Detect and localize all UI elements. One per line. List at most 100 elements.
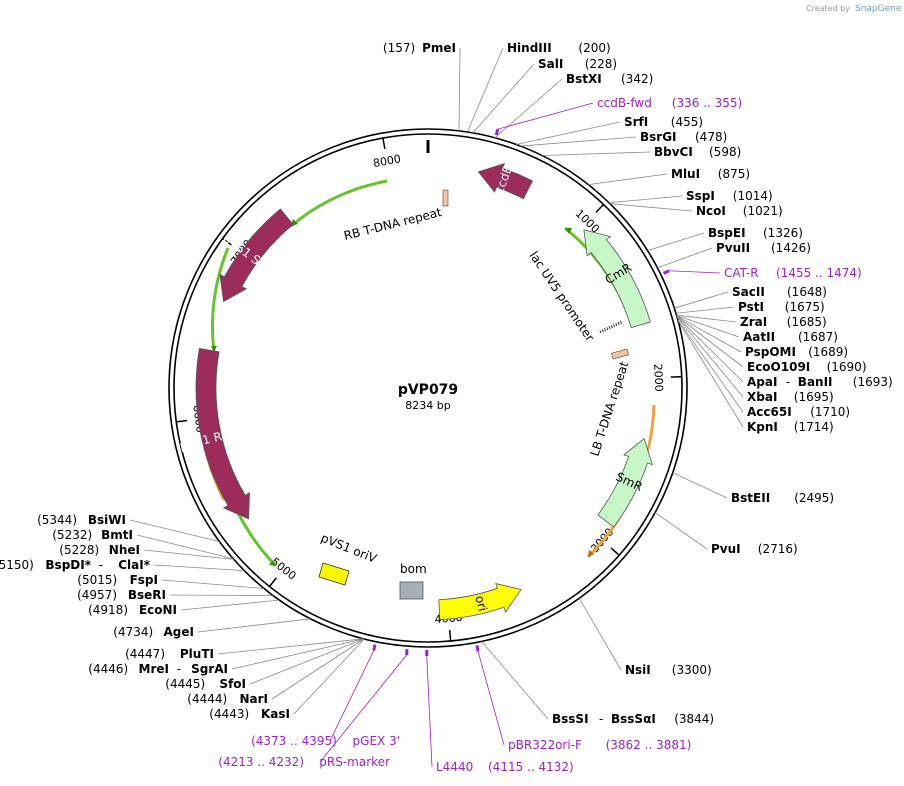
enzyme-pspomi: PspOMI (745, 345, 796, 359)
enzyme-separator: - (177, 662, 181, 676)
enzyme-pos-bsrgi: (478) (695, 130, 727, 144)
enzyme-pos-apai: (1693) (853, 375, 893, 389)
enzyme-pos-kpni: (1714) (794, 420, 834, 434)
enzyme-pos-mrei: (4446) (88, 662, 128, 676)
backbone-outer-strand (168, 128, 688, 648)
enzyme-bseri: BseRI (128, 588, 166, 602)
enzyme-bspei: BspEI (708, 226, 746, 240)
enzyme-nari: NarI (239, 692, 268, 706)
backbone-inner-strand (173, 133, 683, 643)
leader-nari (271, 638, 365, 700)
primer-pbr322ori-f: pBR322ori-F (508, 738, 582, 752)
enzyme-pos-bsssi: (3844) (674, 712, 714, 726)
enzyme-xbai: XbaI (747, 390, 777, 404)
leader-nsii (578, 598, 622, 671)
leader-kasi (293, 638, 365, 715)
enzyme-mrei: MreI (139, 662, 169, 676)
primer-range-prs-marker: (4213 .. 4232) (218, 755, 304, 769)
leader-zrai (676, 314, 737, 323)
enzyme-nhei: NheI (109, 543, 140, 557)
enzyme-pos-ecoo109i: (1690) (827, 360, 867, 374)
enzyme-pos-bbvci: (598) (709, 145, 741, 159)
enzyme-separator: - (99, 558, 103, 572)
enzyme-bspdi: BspDI* (45, 558, 91, 572)
enzyme-pos-ncoi: (1021) (743, 204, 783, 218)
enzyme-pos-sfoi: (4445) (165, 677, 205, 691)
leader-pvuii (657, 247, 713, 269)
enzyme-pos-agei: (4734) (113, 625, 153, 639)
feature-ccdb (477, 163, 533, 200)
enzyme-sacii: SacII (732, 285, 765, 299)
leader-bseri (169, 594, 274, 596)
plasmid-length: 8234 bp (405, 399, 450, 412)
arrowhead-icon (588, 550, 594, 557)
enzyme-pvuii: PvuII (716, 241, 750, 255)
tick-5000 (268, 577, 277, 587)
primer-mark-ccdb-fwd (494, 128, 500, 136)
leader-mlui (588, 173, 668, 186)
tick-6000 (176, 419, 188, 423)
primer-mark-cat-r (662, 269, 670, 275)
enzyme-pos-bstxi: (342) (621, 72, 653, 86)
enzyme-clai: ClaI* (118, 558, 150, 572)
enzyme-kasi: KasI (261, 707, 290, 721)
enzyme-apai: ApaI (747, 375, 777, 389)
enzyme-pos-fspi: (5015) (77, 573, 117, 587)
primer-l4440: L4440 (436, 760, 473, 774)
tick-4000 (448, 629, 452, 642)
feature-label-ori: ori (472, 594, 489, 613)
enzyme-acc65i: Acc65I (747, 405, 792, 419)
enzyme-pos-bspei: (1326) (763, 226, 803, 240)
pvs1-ori-box (318, 562, 350, 586)
enzyme-pvui: PvuI (711, 542, 741, 556)
bom-box (399, 581, 424, 600)
leader-pluti (217, 638, 364, 655)
leader-bspei (647, 232, 705, 252)
enzyme-sfoi: SfoI (219, 677, 246, 691)
leader-agei (197, 618, 311, 633)
primer-range-pbr322ori-f: (3862 .. 3881) (606, 738, 692, 752)
enzyme-econi: EcoNI (139, 603, 177, 617)
enzyme-separator: - (599, 712, 603, 726)
enzyme-pos-zrai: (1685) (787, 315, 827, 329)
snapgene-logo: SnapGene (855, 4, 902, 14)
plasmid-name: pVP079 (398, 382, 458, 398)
enzyme-pos-bsteii: (2495) (794, 491, 834, 505)
enzyme-pluti: PluTI (180, 647, 214, 661)
enzyme-agei: AgeI (164, 625, 194, 639)
enzyme-pos-bspdi: (5150) (0, 558, 34, 572)
primer-leader-cat-r (668, 270, 721, 274)
enzyme-pos-sali: (228) (585, 57, 617, 71)
enzyme-pos-mlui: (875) (718, 167, 750, 181)
leader-psti (675, 306, 735, 314)
feature-ori (438, 583, 522, 621)
leader-bsteii (672, 472, 728, 499)
enzyme-pos-kasi: (4443) (209, 707, 249, 721)
enzyme-pos-bseri: (4957) (77, 588, 117, 602)
feature-smr (597, 437, 653, 528)
leader-mrei (231, 638, 364, 670)
enzyme-nsii: NsiI (625, 663, 651, 677)
enzyme-bsss-i: BssSαI (611, 712, 656, 726)
enzyme-pos-nari: (4444) (187, 692, 227, 706)
feature-pvs1-staa (219, 208, 294, 303)
leader-bsssi (481, 641, 549, 720)
leader-nhei (143, 549, 234, 560)
enzyme-zrai: ZraI (740, 315, 767, 329)
enzyme-pos-pvuii: (1426) (771, 241, 811, 255)
enzyme-sspi: SspI (686, 189, 715, 203)
enzyme-bsteii: BstEII (731, 491, 770, 505)
primer-range-l4440: (4115 .. 4132) (488, 760, 574, 774)
enzyme-pos-psti: (1675) (785, 300, 825, 314)
leader-sspi (608, 195, 683, 204)
leader-ecoo109i (676, 315, 744, 368)
leader-sfoi (249, 638, 364, 685)
rb-repeat-label: RB T-DNA repeat (342, 205, 443, 243)
feature-arc-staa (211, 247, 230, 353)
enzyme-mlui: MluI (671, 167, 700, 181)
enzyme-separator: - (786, 375, 790, 389)
enzyme-pos-nsii: (3300) (672, 663, 712, 677)
enzyme-srfi: SrfI (624, 115, 648, 129)
leader-xbai (676, 316, 744, 398)
